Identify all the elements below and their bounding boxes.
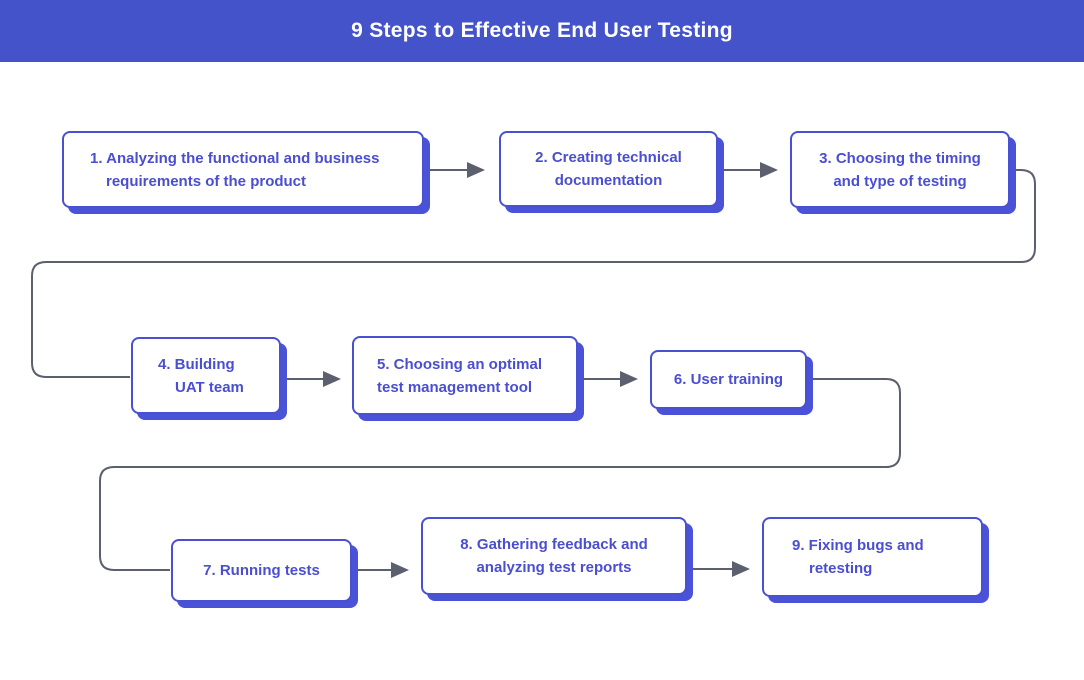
step-label: 1. Analyzing the functional and business	[90, 149, 380, 167]
step-box-8: 8. Gathering feedback and analyzing test…	[421, 517, 687, 595]
step-box-6: 6. User training	[650, 350, 807, 409]
connector-step3-step4	[31, 169, 1036, 378]
step-box-4: 4. Building UAT team	[131, 337, 281, 414]
step-box-2: 2. Creating technical documentation	[499, 131, 718, 207]
header-band: 9 Steps to Effective End User Testing	[0, 0, 1084, 62]
step-label: UAT team	[175, 378, 244, 396]
step-label: documentation	[554, 172, 663, 189]
step-box-1: 1. Analyzing the functional and business…	[62, 131, 424, 208]
step-label: 4. Building	[158, 355, 235, 373]
step-box-5: 5. Choosing an optimal test management t…	[352, 336, 578, 415]
step-label: 3. Choosing the timing	[819, 149, 981, 167]
step-label: 8. Gathering feedback and	[460, 536, 648, 553]
step-label: test management tool	[377, 378, 533, 396]
connector-step6-step7	[99, 378, 901, 571]
step-label: 5. Choosing an optimal	[377, 355, 543, 373]
step-box-9: 9. Fixing bugs and retesting	[762, 517, 983, 597]
step-label: 6. User training	[673, 371, 784, 388]
step-label: 9. Fixing bugs and	[792, 537, 924, 554]
page-title: 9 Steps to Effective End User Testing	[351, 19, 733, 42]
step-label: analyzing test reports	[476, 559, 632, 576]
step-box-3: 3. Choosing the timing and type of testi…	[790, 131, 1010, 208]
step-box-7: 7. Running tests	[171, 539, 352, 602]
step-label: 7. Running tests	[203, 562, 320, 579]
step-label: 2. Creating technical	[535, 149, 682, 166]
step-label: and type of testing	[833, 172, 967, 190]
step-label: requirements of the product	[106, 172, 307, 190]
step-label: retesting	[809, 560, 873, 577]
